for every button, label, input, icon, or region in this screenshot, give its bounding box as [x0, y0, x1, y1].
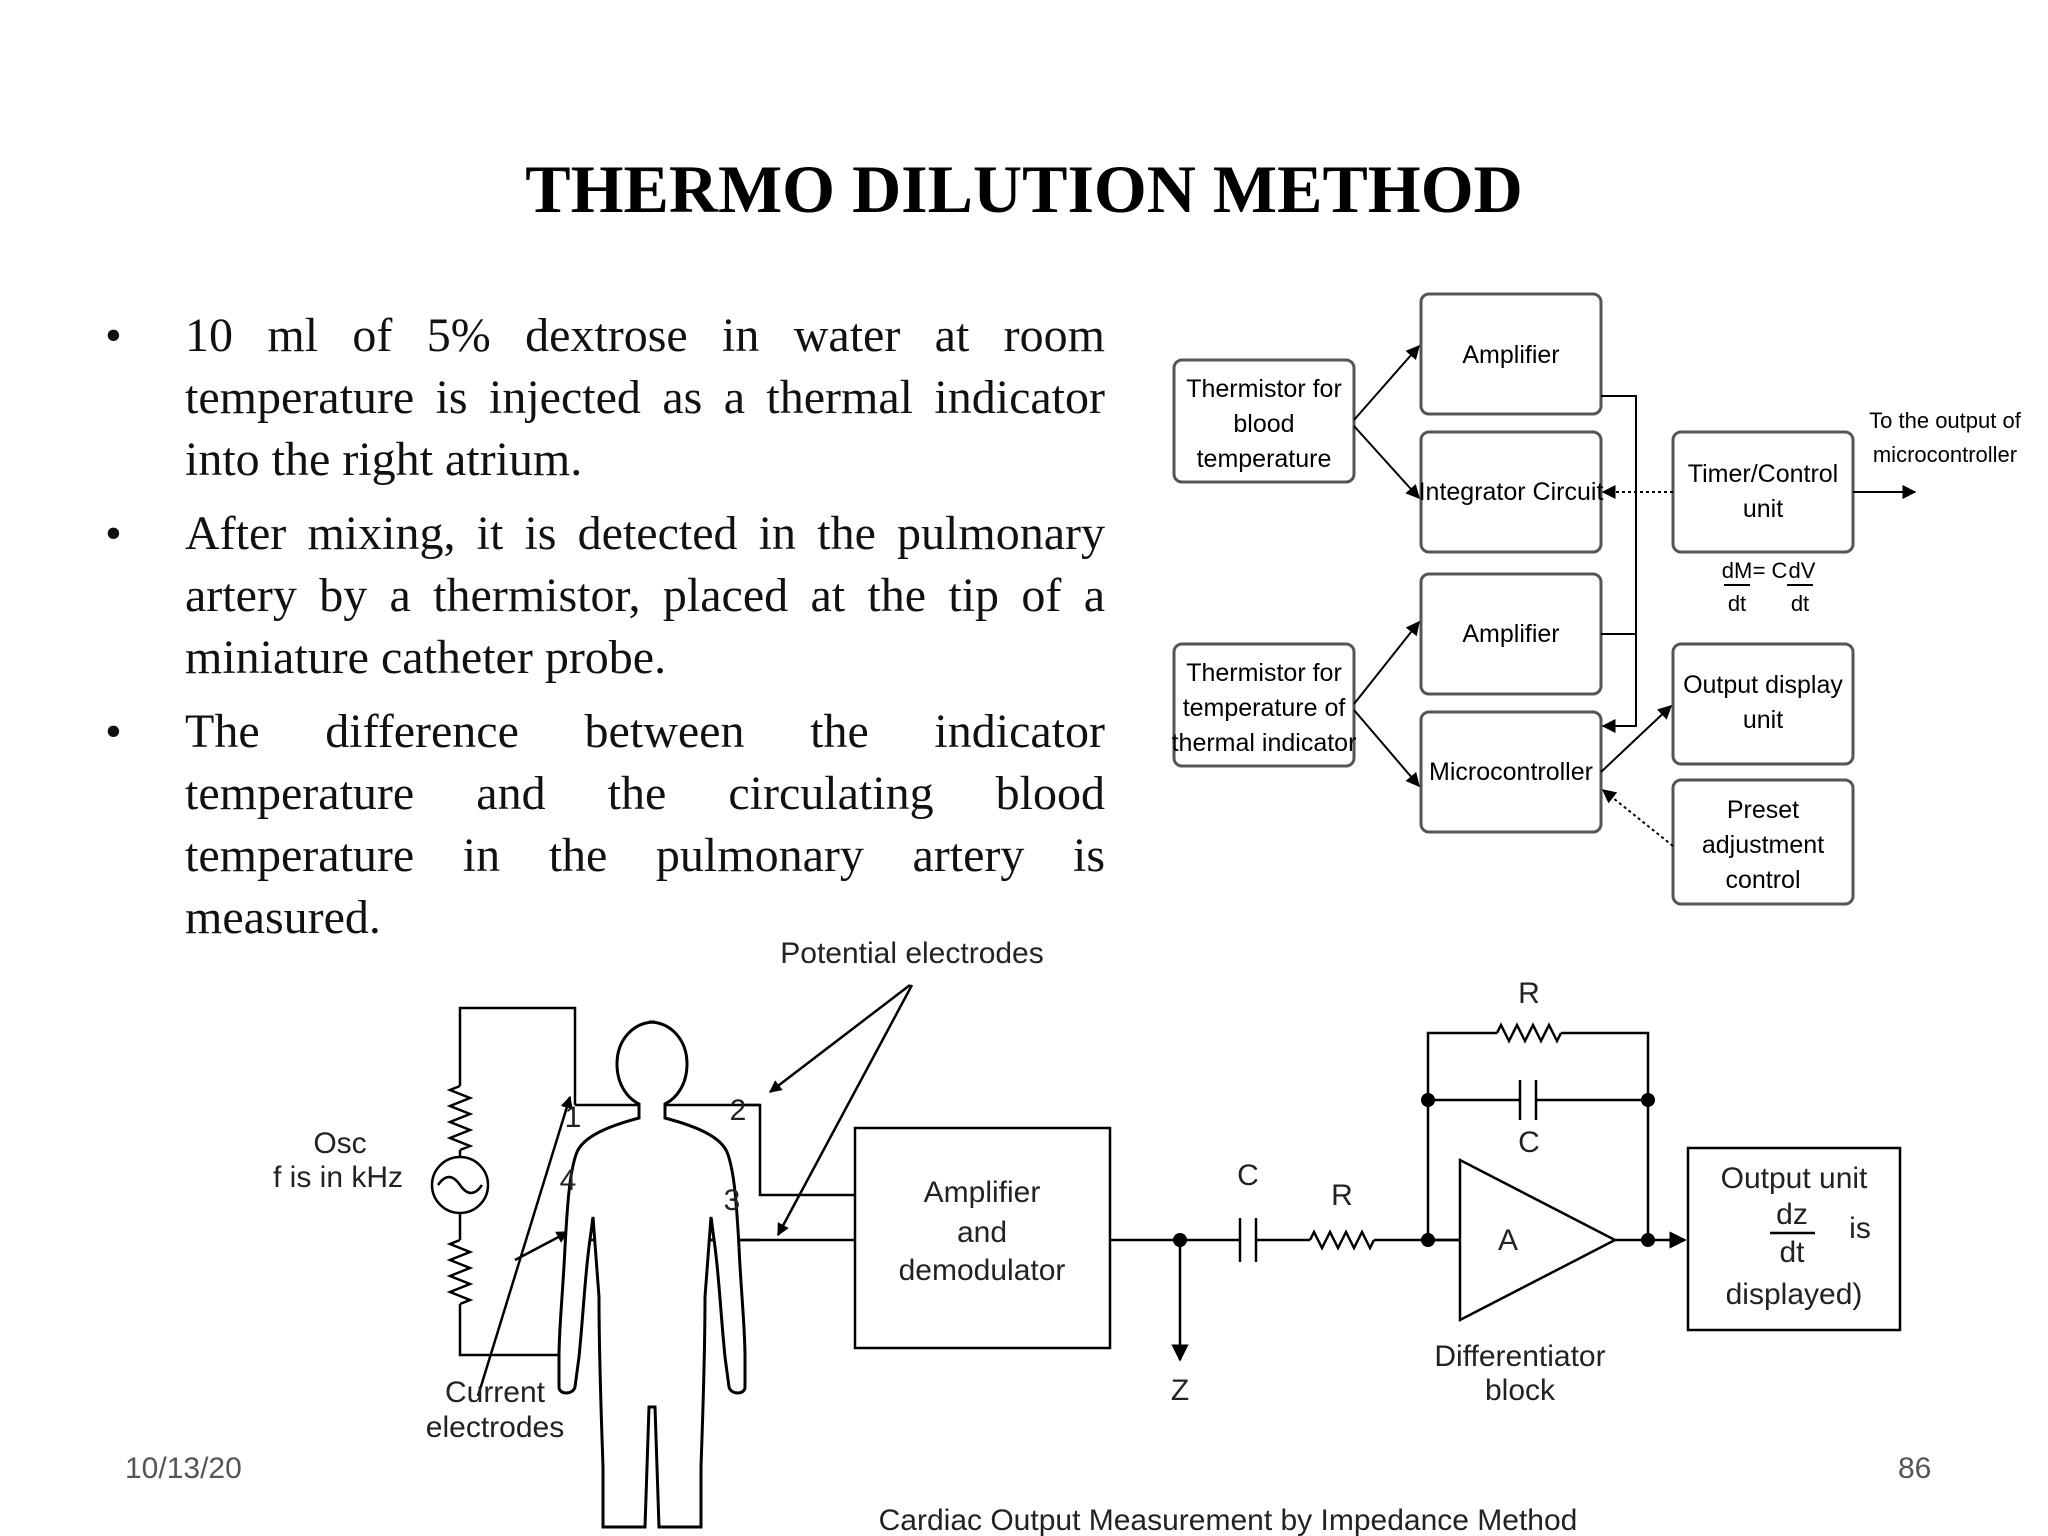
preset-line1: Preset — [1727, 796, 1799, 824]
series-r-label: R — [1331, 1179, 1353, 1212]
bullet-list: • 10 ml of 5% dextrose in water at room t… — [105, 305, 1105, 961]
output-unit-line3: displayed) — [1726, 1278, 1863, 1311]
integrator-label: Integrator Circuit — [1419, 478, 1604, 506]
thermistor-blood-line3: temperature — [1197, 445, 1332, 473]
thermistor-indicator-line2: temperature of — [1183, 694, 1346, 722]
preset-line2: adjustment — [1702, 831, 1824, 859]
bullet-dot: • — [105, 705, 122, 758]
output-display-line2: unit — [1743, 706, 1783, 734]
amp-demod-line1: Amplifier — [924, 1176, 1041, 1209]
output-unit-is: is — [1849, 1212, 1871, 1245]
page-number: 86 — [1898, 1452, 1932, 1485]
output-unit-dz: dz — [1776, 1198, 1808, 1231]
output-unit-box — [1686, 1146, 1902, 1332]
output-unit-dt: dt — [1779, 1236, 1805, 1269]
thermistor-blood-line2: blood — [1233, 410, 1294, 438]
bullet-text: 10 ml of 5% dextrose in water at room te… — [185, 309, 1105, 486]
z-label: Z — [1171, 1374, 1189, 1407]
thermistor-blood-line1: Thermistor for — [1186, 375, 1342, 403]
electrode-4: 4 — [560, 1164, 577, 1197]
preset-box — [1671, 778, 1855, 906]
output-unit-line1: Output unit — [1721, 1162, 1868, 1195]
resistor-osc-top — [446, 1084, 474, 1152]
timer-control-line1: Timer/Control — [1688, 460, 1839, 488]
bullet-text: After mixing, it is detected in the pulm… — [185, 507, 1105, 684]
footer-date: 10/13/20 — [125, 1452, 242, 1485]
osc-label: Osc — [313, 1127, 366, 1160]
impedance-caption: Cardiac Output Measurement by Impedance … — [879, 1504, 1578, 1536]
output-display-box — [1671, 642, 1855, 766]
amplifier-1-box — [1419, 292, 1603, 416]
current-electrodes-line1: Current — [445, 1376, 546, 1409]
amp-demod-line2: and — [957, 1216, 1007, 1249]
op-amp-label: A — [1498, 1224, 1518, 1257]
electrode-3: 3 — [724, 1184, 741, 1217]
eq-dv: dV — [1789, 558, 1816, 583]
amplifier-demodulator-box — [853, 1126, 1112, 1350]
differentiator-line2: block — [1485, 1374, 1556, 1407]
op-amp-triangle — [1458, 1157, 1618, 1323]
resistor-osc-bottom — [446, 1238, 474, 1306]
impedance-method-diagram: Potential electrodes Osc f is in kHz Cur… — [273, 940, 1902, 1536]
bullet-item: • After mixing, it is detected in the pul… — [105, 503, 1105, 689]
to-output-line1: To the output of — [1869, 408, 2022, 433]
timer-control-line2: unit — [1743, 495, 1783, 523]
thermistor-indicator-line1: Thermistor for — [1186, 659, 1342, 687]
bullet-item: • The difference between the indicator te… — [105, 701, 1105, 949]
thermistor-indicator-line3: thermal indicator — [1172, 729, 1357, 757]
human-figure-icon — [557, 1020, 747, 1529]
slide-title: THERMO DILUTION METHOD — [525, 151, 1523, 227]
to-output-line2: microcontroller — [1873, 442, 2017, 467]
electrode-1: 1 — [565, 1101, 582, 1134]
bullet-item: • 10 ml of 5% dextrose in water at room t… — [105, 305, 1105, 491]
series-c-label: C — [1237, 1159, 1259, 1192]
amplifier-1-label: Amplifier — [1462, 341, 1559, 369]
microcontroller-label: Microcontroller — [1429, 758, 1593, 786]
osc-frequency-label: f is in kHz — [273, 1161, 403, 1194]
resistor-series — [1308, 1229, 1376, 1251]
eq-dt-right: dt — [1791, 591, 1809, 616]
thermistor-blood-box — [1172, 358, 1356, 484]
eq-equals-c: = C — [1753, 558, 1788, 583]
output-display-line1: Output display — [1683, 671, 1843, 699]
preset-line3: control — [1725, 866, 1800, 894]
feedback-r-label: R — [1518, 977, 1540, 1010]
thermodilution-block-diagram: Thermistor for blood temperature Thermis… — [1172, 292, 2022, 906]
amplifier-2-label: Amplifier — [1462, 620, 1559, 648]
eq-dt-left: dt — [1728, 591, 1746, 616]
current-electrodes-line2: electrodes — [426, 1411, 564, 1444]
timer-control-box — [1671, 430, 1855, 554]
integrator-box — [1419, 430, 1603, 554]
potential-electrodes-label: Potential electrodes — [780, 940, 1044, 970]
eq-dm: dM — [1722, 558, 1753, 583]
resistor-feedback — [1495, 1022, 1563, 1044]
amp-demod-line3: demodulator — [899, 1254, 1066, 1287]
bullet-text: The difference between the indicator tem… — [185, 705, 1105, 944]
thermistor-indicator-box — [1172, 642, 1356, 768]
feedback-c-label: C — [1518, 1126, 1540, 1159]
differentiator-line1: Differentiator — [1434, 1340, 1605, 1373]
bullet-dot: • — [105, 507, 122, 560]
bullet-dot: • — [105, 309, 122, 362]
electrode-2: 2 — [730, 1094, 747, 1127]
